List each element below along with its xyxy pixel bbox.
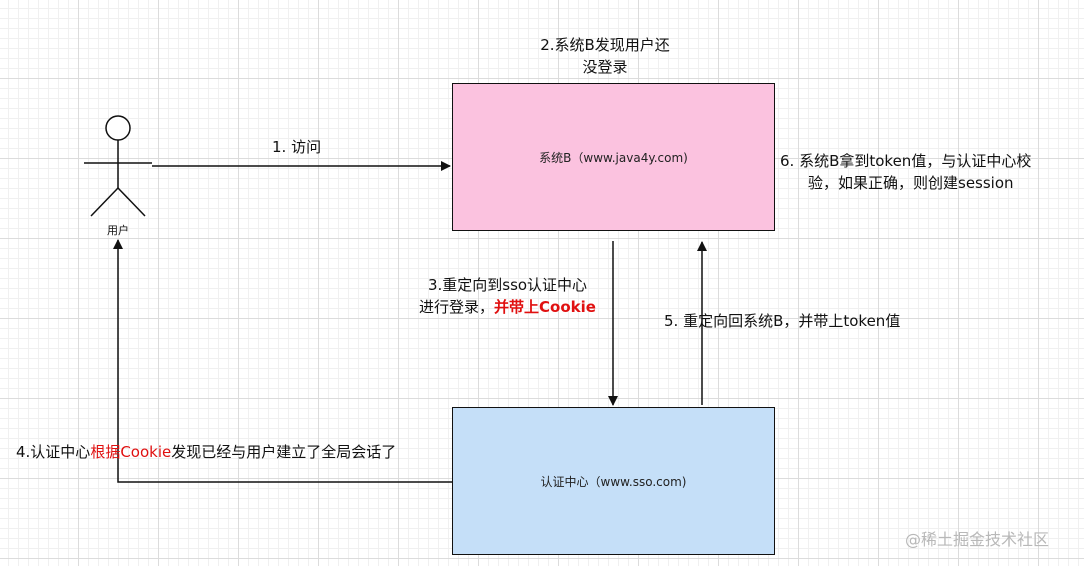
- step-2-line-2: 没登录: [582, 58, 628, 76]
- actor-label: 用户: [107, 224, 129, 237]
- watermark: @稀土掘金技术社区: [905, 530, 1050, 549]
- system-b-label: 系统B（www.java4y.com): [539, 150, 688, 165]
- arrow-auth-center-to-user: [113, 239, 452, 483]
- step-6-line-1: 6. 系统B拿到token值，与认证中心校: [780, 152, 1032, 170]
- step-3-text: 进行登录，: [419, 298, 495, 316]
- step-3-line-2: 进行登录，并带上Cookie: [400, 296, 615, 318]
- auth-center-label: 认证中心（www.sso.com): [540, 474, 687, 489]
- step-3-emphasis: 并带上Cookie: [494, 298, 596, 316]
- auth-center-box: 认证中心（www.sso.com): [452, 407, 775, 555]
- step-5-label: 5. 重定向回系统B，并带上token值: [664, 312, 901, 330]
- step-3-line-1: 3.重定向到sso认证中心: [427, 276, 588, 294]
- step-1-label: 1. 访问: [272, 138, 322, 156]
- step-6-label: 6. 系统B拿到token值，与认证中心校 验，如果正确，则创建session: [780, 150, 1031, 194]
- step-4-prefix: 4.认证中心: [16, 443, 91, 461]
- user-actor-icon: [84, 115, 152, 217]
- step-4-label: 4.认证中心根据Cookie发现已经与用户建立了全局会话了: [16, 441, 396, 463]
- step-2-line-1: 2.系统B发现用户还: [540, 36, 670, 54]
- step-2-label: 2.系统B发现用户还 没登录: [505, 34, 705, 78]
- step-4-suffix: 发现已经与用户建立了全局会话了: [171, 443, 397, 461]
- step-3-label: 3.重定向到sso认证中心 进行登录，并带上Cookie: [400, 274, 615, 318]
- step-6-line-2: 验，如果正确，则创建session: [808, 174, 1014, 192]
- system-b-box: 系统B（www.java4y.com): [452, 83, 775, 231]
- step-4-emphasis: 根据Cookie: [90, 443, 172, 461]
